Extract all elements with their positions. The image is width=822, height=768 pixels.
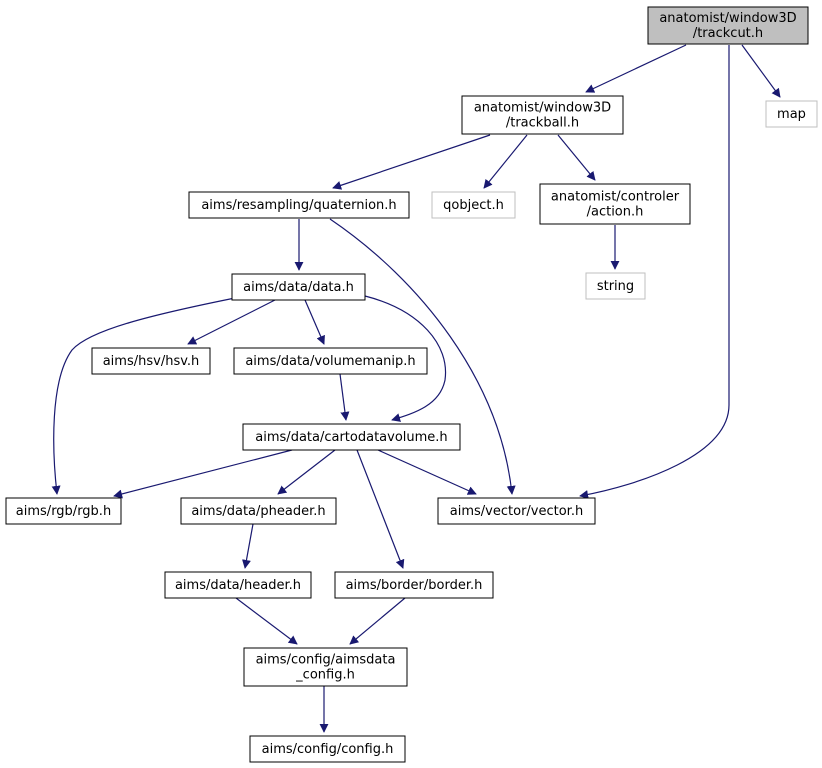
node-hsv[interactable]: aims/hsv/hsv.h	[91, 347, 211, 375]
edge-trackball-to-qobject	[483, 134, 528, 189]
node-box	[5, 497, 122, 525]
node-box	[91, 347, 211, 375]
node-label: anatomist/window3D	[659, 11, 796, 26]
node-label: anatomist/controler	[551, 190, 680, 205]
node-box	[243, 647, 408, 687]
node-action[interactable]: anatomist/controler/action.h	[539, 183, 691, 225]
node-label: aims/hsv/hsv.h	[103, 354, 200, 369]
node-label: aims/config/aimsdata	[256, 653, 396, 668]
edge-trackball-to-quaternion	[332, 134, 491, 190]
node-label: aims/data/cartodatavolume.h	[255, 430, 447, 445]
edge-data-to-hsv	[187, 299, 276, 345]
node-label: aims/data/data.h	[243, 280, 354, 295]
edge-quaternion-to-vector	[329, 218, 516, 495]
node-box	[180, 497, 337, 525]
node-vector[interactable]: aims/vector/vector.h	[437, 497, 596, 525]
node-map[interactable]: map	[765, 100, 818, 128]
node-label: /trackcut.h	[693, 26, 763, 41]
node-label: aims/config/config.h	[262, 742, 394, 757]
node-header[interactable]: aims/data/header.h	[164, 571, 312, 599]
node-pheader[interactable]: aims/data/pheader.h	[180, 497, 337, 525]
node-box	[431, 191, 516, 219]
edge-header-to-aimsdata_config	[235, 597, 298, 645]
node-volumemanip[interactable]: aims/data/volumemanip.h	[233, 347, 428, 375]
node-box	[461, 95, 624, 135]
edge-cartodatavolume-to-pheader	[277, 449, 336, 495]
edge-trackcut-to-map	[741, 44, 781, 98]
edge-data-to-rgb	[51, 296, 241, 495]
node-label: aims/resampling/quaternion.h	[201, 198, 396, 213]
node-label: /trackball.h	[506, 116, 579, 131]
node-label: aims/rgb/rgb.h	[16, 504, 111, 519]
edge-pheader-to-header	[242, 523, 254, 569]
node-box	[231, 273, 366, 301]
node-box	[164, 571, 312, 599]
node-label: aims/data/pheader.h	[191, 504, 325, 519]
node-box	[437, 497, 596, 525]
node-box	[242, 423, 461, 451]
node-box	[334, 571, 494, 599]
node-label: string	[597, 279, 634, 294]
node-config[interactable]: aims/config/config.h	[249, 735, 406, 763]
node-box	[765, 100, 818, 128]
node-label: aims/data/volumemanip.h	[245, 354, 415, 369]
edge-trackcut-to-vector	[579, 45, 730, 499]
node-label: qobject.h	[443, 198, 504, 213]
edge-data-to-cartodatavolume	[364, 295, 447, 422]
node-label: /action.h	[587, 205, 644, 220]
node-border[interactable]: aims/border/border.h	[334, 571, 494, 599]
node-string[interactable]: string	[585, 272, 646, 300]
edge-cartodatavolume-to-rgb	[113, 449, 293, 499]
node-trackcut[interactable]: anatomist/window3D/trackcut.h	[647, 6, 809, 45]
edge-cartodatavolume-to-vector	[377, 449, 477, 495]
edge-trackball-to-action	[557, 134, 596, 181]
node-label: aims/data/header.h	[175, 578, 301, 593]
nodes-layer: anatomist/window3D/trackcut.hanatomist/w…	[5, 6, 818, 763]
edge-trackcut-to-trackball	[585, 44, 687, 93]
node-data[interactable]: aims/data/data.h	[231, 273, 366, 301]
edge-border-to-aimsdata_config	[349, 597, 406, 645]
node-label: anatomist/window3D	[474, 101, 611, 116]
node-aimsdata-config[interactable]: aims/config/aimsdata_config.h	[243, 647, 408, 687]
node-qobject[interactable]: qobject.h	[431, 191, 516, 219]
node-label: _config.h	[295, 668, 355, 683]
node-box	[249, 735, 406, 763]
node-cartodatavolume[interactable]: aims/data/cartodatavolume.h	[242, 423, 461, 451]
node-box	[539, 183, 691, 225]
node-box	[188, 191, 410, 219]
node-box	[585, 272, 646, 300]
node-quaternion[interactable]: aims/resampling/quaternion.h	[188, 191, 410, 219]
edge-volumemanip-to-cartodatavolume	[339, 373, 350, 421]
node-box	[233, 347, 428, 375]
edge-cartodatavolume-to-border	[356, 449, 405, 569]
edges-layer	[51, 44, 781, 733]
node-trackball[interactable]: anatomist/window3D/trackball.h	[461, 95, 624, 135]
node-label: aims/vector/vector.h	[450, 504, 583, 519]
node-rgb[interactable]: aims/rgb/rgb.h	[5, 497, 122, 525]
edge-data-to-volumemanip	[304, 299, 325, 345]
node-label: aims/border/border.h	[346, 578, 483, 593]
node-box	[647, 6, 809, 45]
node-label: map	[777, 107, 806, 122]
